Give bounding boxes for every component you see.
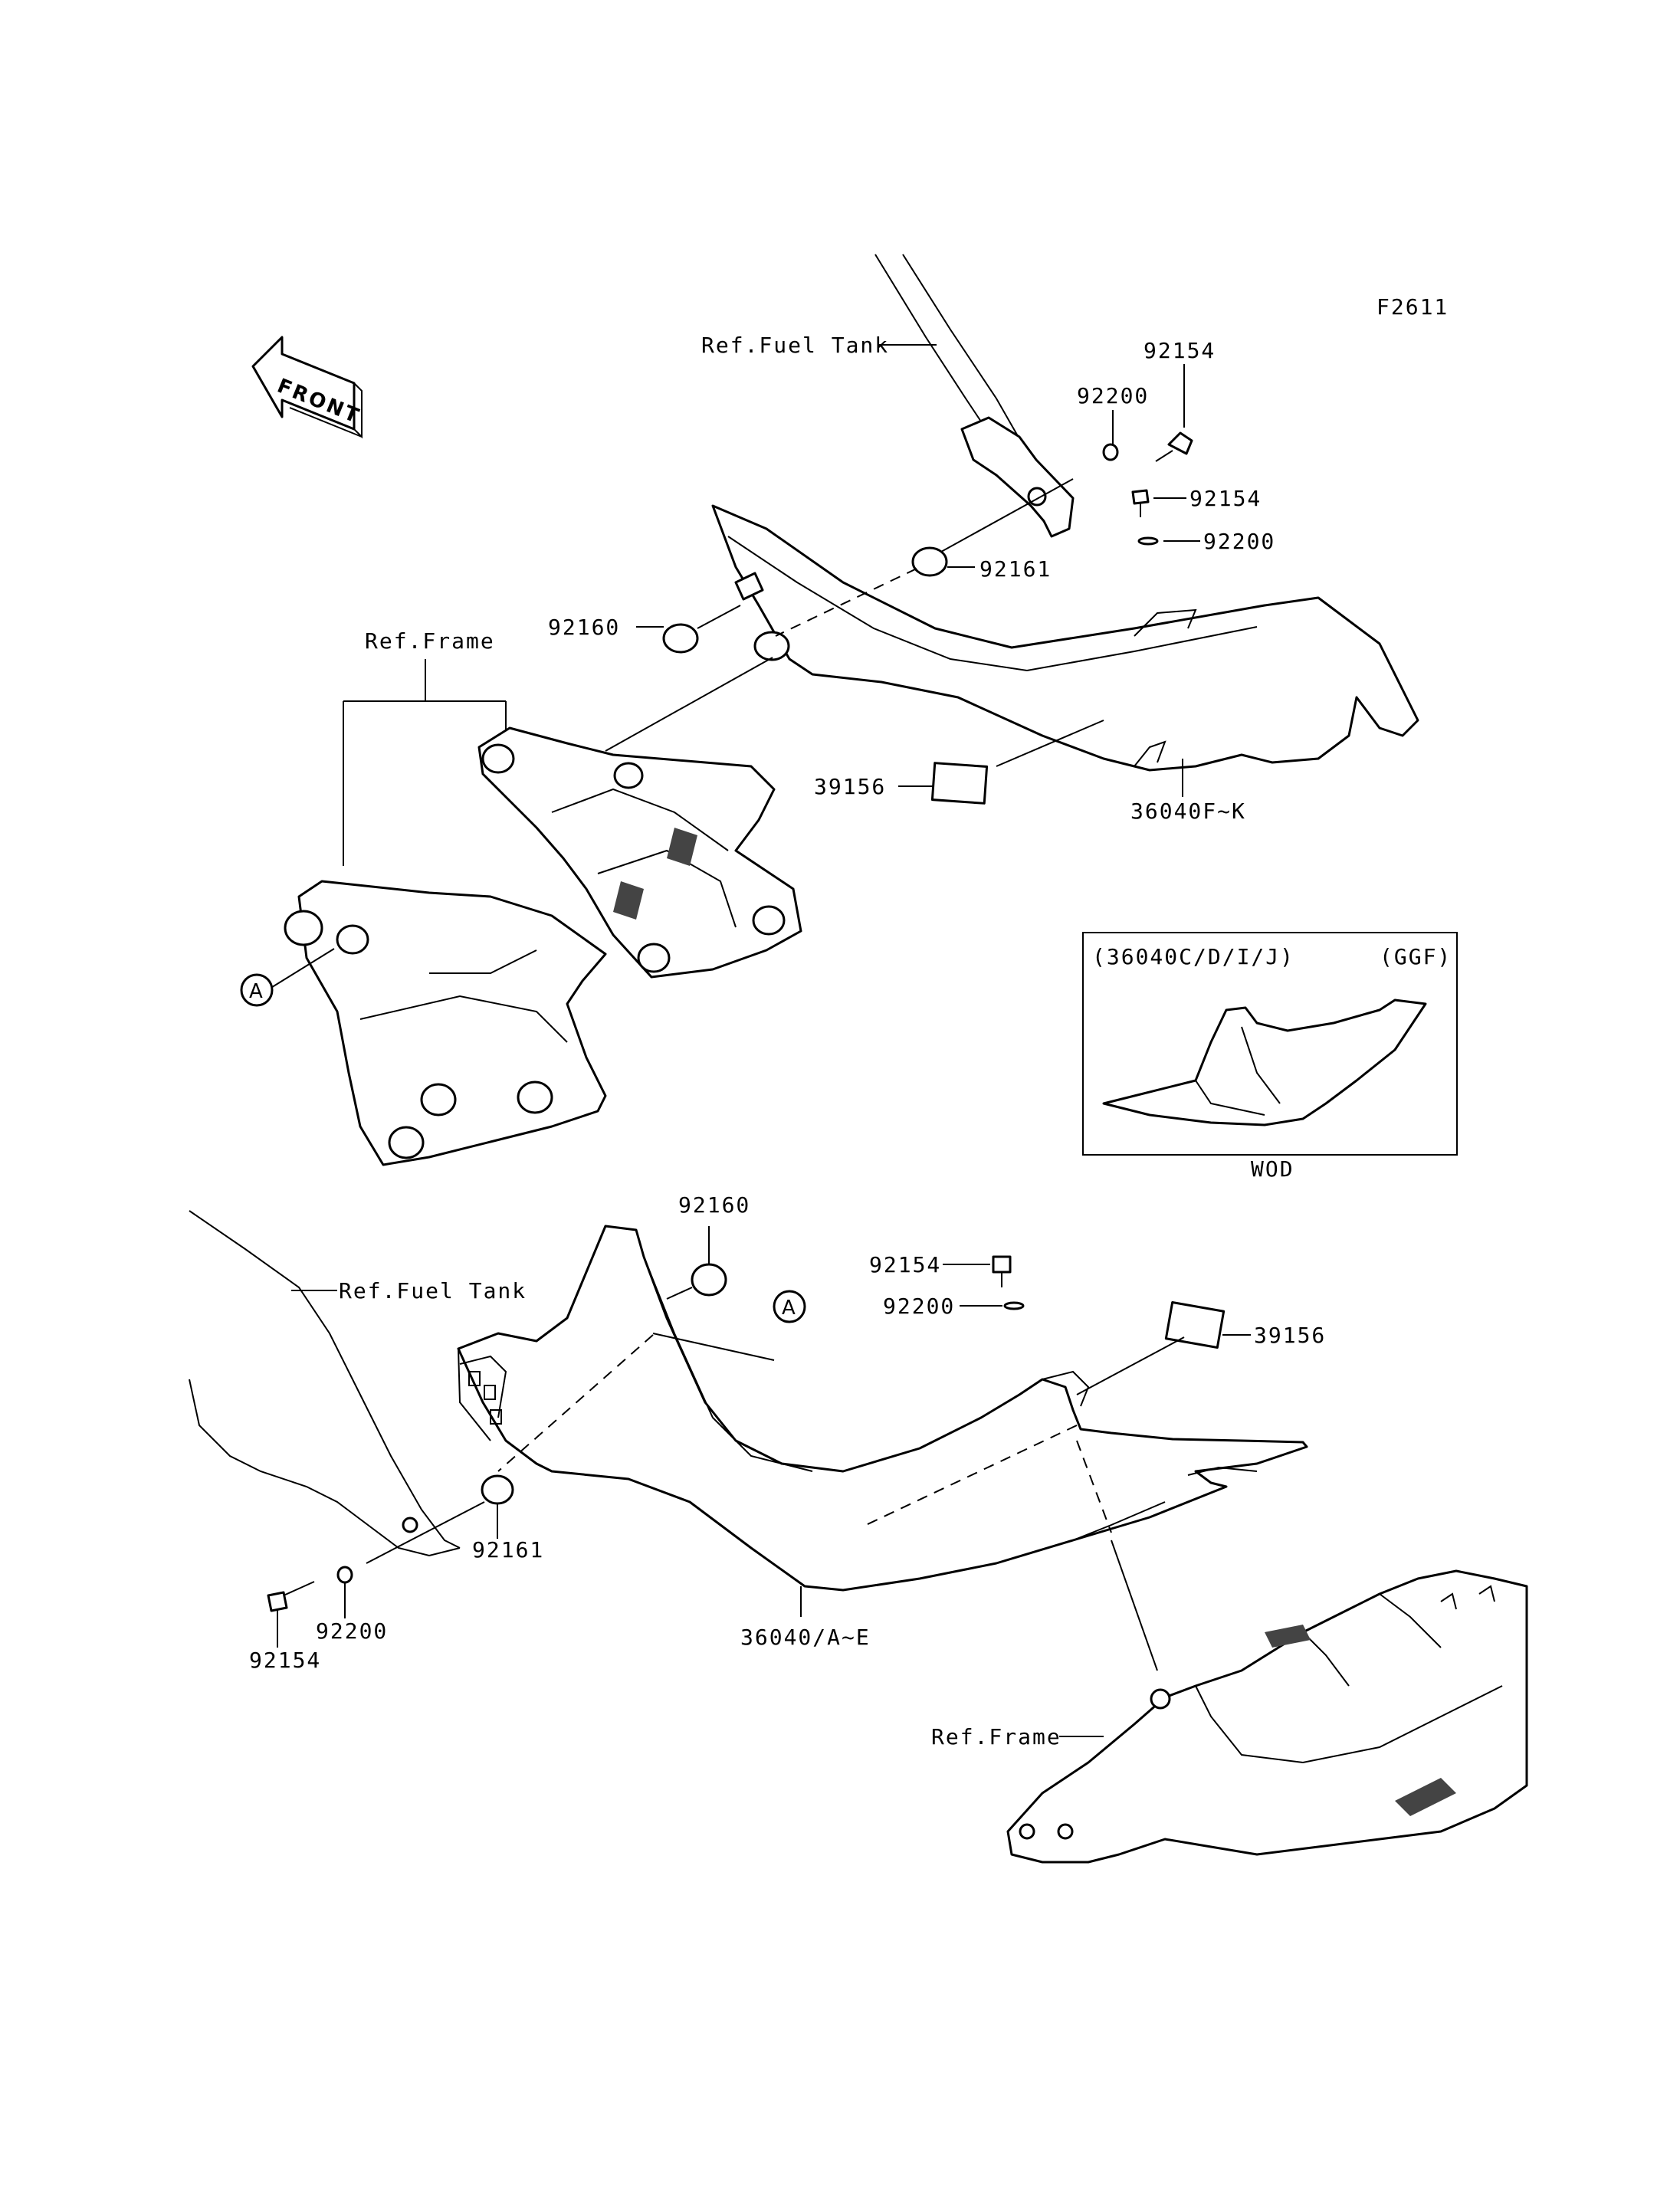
inset-variant-label: (36040C/D/I/J): [1092, 944, 1294, 969]
label-92161-b: 92161: [472, 1537, 544, 1562]
pad-39156-a: [930, 762, 989, 805]
label-92200-d: 92200: [316, 1618, 388, 1644]
svg-text:A: A: [782, 1297, 796, 1320]
grommet-92160-b: [691, 1263, 727, 1297]
pad-39156-b: [1164, 1300, 1226, 1349]
callout-a-bottom: A: [773, 1290, 806, 1323]
bolt-92154-a: [1155, 431, 1193, 462]
label-92154-a: 92154: [1144, 338, 1216, 363]
washer-92200-a: [1102, 443, 1119, 461]
label-ref-frame-bottom: Ref.Frame: [931, 1724, 1061, 1749]
washer-92200-c: [1003, 1301, 1025, 1310]
svg-text:A: A: [249, 980, 263, 1003]
grommet-92161-b: [481, 1474, 514, 1505]
cover-36040f-k: [711, 504, 1419, 772]
label-36040-a-e: 36040/A~E: [740, 1625, 871, 1650]
frame-bracket-upper: [477, 726, 802, 979]
frame-rear-bottom: [1006, 1569, 1528, 1864]
label-ref-fuel-tank-bottom: Ref.Fuel Tank: [339, 1278, 527, 1303]
bolt-92154-b: [1131, 489, 1150, 517]
label-92154-c: 92154: [869, 1252, 941, 1277]
figure-code: F2611: [1376, 294, 1449, 320]
fuel-tank-top: [874, 254, 1075, 538]
washer-92200-d: [336, 1566, 353, 1584]
label-92161-a: 92161: [979, 556, 1052, 582]
bolt-92154-d: [267, 1581, 315, 1618]
label-92160-a: 92160: [548, 615, 620, 640]
label-ref-fuel-tank-top: Ref.Fuel Tank: [701, 333, 889, 358]
inset-code-label: (GGF): [1380, 944, 1452, 969]
label-92200-a: 92200: [1077, 383, 1149, 408]
fuel-tank-bottom: [189, 1210, 461, 1557]
washer-92200-b: [1137, 536, 1159, 546]
bolt-92154-c: [992, 1255, 1012, 1287]
callout-a-top: A: [240, 973, 274, 1007]
cover-36040-a-e: [457, 1225, 1308, 1592]
label-92160-b: 92160: [678, 1192, 750, 1218]
label-39156-b: 39156: [1254, 1323, 1326, 1348]
label-ref-frame-top: Ref.Frame: [365, 628, 495, 654]
label-92200-b: 92200: [1203, 529, 1275, 554]
label-92154-b: 92154: [1189, 486, 1262, 511]
grommet-92160-a: [662, 623, 699, 654]
grommet-92161-a: [911, 546, 948, 577]
inset-variant-box: (36040C/D/I/J) (GGF) WOD: [1082, 932, 1458, 1182]
label-39156-a: 39156: [814, 774, 886, 799]
label-92200-c: 92200: [883, 1294, 955, 1319]
frame-bracket-lower: [284, 880, 607, 1166]
label-92154-d: 92154: [249, 1648, 321, 1673]
front-arrow-icon: FRONT: [251, 336, 364, 439]
inset-caption: WOD: [1251, 1156, 1294, 1182]
label-36040f-k: 36040F~K: [1130, 798, 1246, 824]
